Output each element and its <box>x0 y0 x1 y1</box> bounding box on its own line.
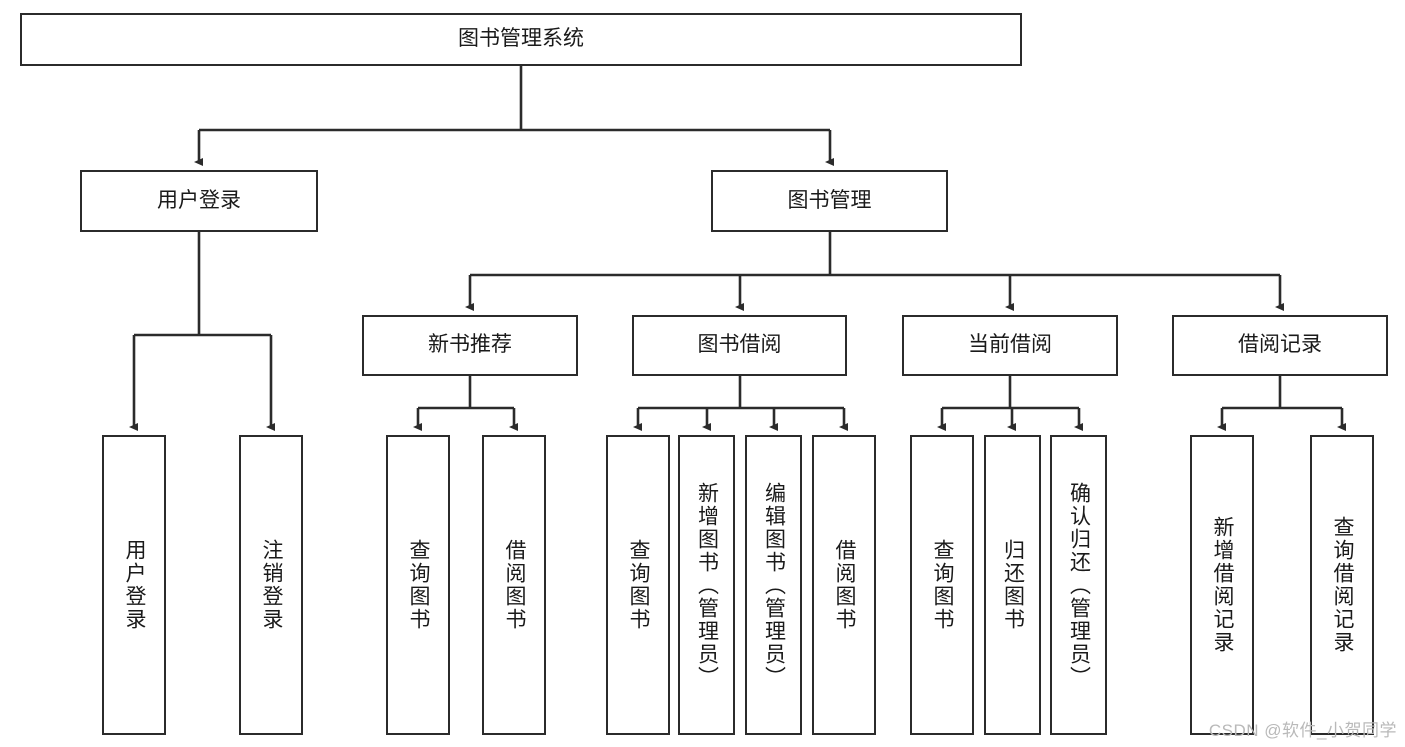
leaf-return-book-label: 归还图书 <box>1001 539 1025 631</box>
node-current-borrow[interactable]: 当前借阅 <box>902 315 1118 376</box>
leaf-add-book-admin[interactable]: 新增图书（管理员） <box>678 435 735 735</box>
leaf-logout[interactable]: 注销登录 <box>239 435 303 735</box>
node-borrow-record-label: 借阅记录 <box>1238 333 1322 357</box>
node-book-management[interactable]: 图书管理 <box>711 170 948 232</box>
leaf-query-book-borrow[interactable]: 查询图书 <box>606 435 670 735</box>
leaf-query-book-current[interactable]: 查询图书 <box>910 435 974 735</box>
leaf-query-book-borrow-label: 查询图书 <box>627 539 651 631</box>
leaf-borrow-book-recommend-label: 借阅图书 <box>503 539 527 631</box>
node-book-management-label: 图书管理 <box>787 188 872 212</box>
leaf-user-login[interactable]: 用户登录 <box>102 435 166 735</box>
leaf-logout-label: 注销登录 <box>260 539 284 631</box>
leaf-user-login-label: 用户登录 <box>123 539 147 631</box>
node-root-label: 图书管理系统 <box>458 27 584 51</box>
leaf-query-borrow-record[interactable]: 查询借阅记录 <box>1310 435 1374 735</box>
node-borrow-record[interactable]: 借阅记录 <box>1172 315 1388 376</box>
node-user-login[interactable]: 用户登录 <box>80 170 318 232</box>
leaf-borrow-book-recommend[interactable]: 借阅图书 <box>482 435 546 735</box>
node-new-book-recommend[interactable]: 新书推荐 <box>362 315 578 376</box>
leaf-add-book-admin-label: 新增图书（管理员） <box>695 481 719 689</box>
csdn-watermark: CSDN @软件_小贺同学 <box>1208 721 1397 740</box>
node-user-login-label: 用户登录 <box>157 188 241 212</box>
node-current-borrow-label: 当前借阅 <box>968 333 1052 357</box>
leaf-query-book-recommend[interactable]: 查询图书 <box>386 435 450 735</box>
node-book-borrow-label: 图书借阅 <box>697 333 782 357</box>
leaf-borrow-book-label: 借阅图书 <box>833 539 857 631</box>
leaf-add-borrow-record-label: 新增借阅记录 <box>1211 516 1235 654</box>
leaf-query-book-recommend-label: 查询图书 <box>407 539 431 631</box>
leaf-query-borrow-record-label: 查询借阅记录 <box>1331 516 1355 654</box>
leaf-confirm-return-admin-label: 确认归还（管理员） <box>1067 481 1091 689</box>
node-book-borrow[interactable]: 图书借阅 <box>632 315 847 376</box>
leaf-borrow-book[interactable]: 借阅图书 <box>812 435 876 735</box>
leaf-confirm-return-admin[interactable]: 确认归还（管理员） <box>1050 435 1107 735</box>
node-new-book-recommend-label: 新书推荐 <box>428 333 512 357</box>
node-root[interactable]: 图书管理系统 <box>20 13 1022 66</box>
leaf-add-borrow-record[interactable]: 新增借阅记录 <box>1190 435 1254 735</box>
leaf-edit-book-admin[interactable]: 编辑图书（管理员） <box>745 435 802 735</box>
leaf-query-book-current-label: 查询图书 <box>931 539 955 631</box>
leaf-edit-book-admin-label: 编辑图书（管理员） <box>762 481 786 689</box>
leaf-return-book[interactable]: 归还图书 <box>984 435 1041 735</box>
